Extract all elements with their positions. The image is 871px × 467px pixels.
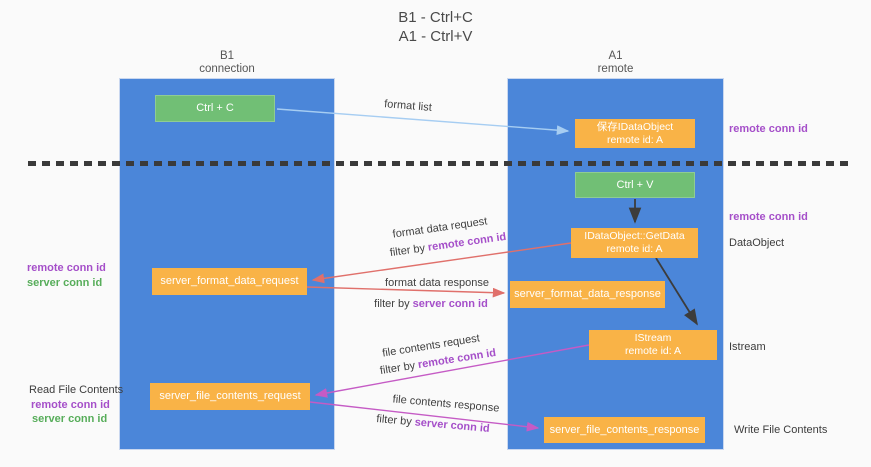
server-format-data-response-box: server_format_data_response <box>510 281 665 308</box>
title-line-2: A1 - Ctrl+V <box>398 28 473 45</box>
getdata-line2: remote id: A <box>606 243 663 255</box>
lifeline-b1-role: connection <box>199 62 255 75</box>
format-data-response-text: format data response <box>385 277 489 289</box>
dataobject-label: DataObject <box>729 237 785 249</box>
server-conn-id-label-left-1: server conn id <box>27 277 103 289</box>
lifeline-header-b1: B1 connection <box>119 50 335 75</box>
title-line-1: B1 - Ctrl+C <box>398 9 473 26</box>
session-divider-dashed-line <box>28 161 848 166</box>
ctrl-v-box: Ctrl + V <box>575 172 695 198</box>
file-contents-response-label: file contents response <box>392 393 500 414</box>
format-list-label: format list <box>384 98 432 114</box>
filter-by-text: filter by <box>374 298 410 310</box>
server-file-contents-request-box: server_file_contents_request <box>150 383 310 410</box>
getdata-line1: IDataObject::GetData <box>584 230 685 242</box>
server-format-data-request-label: server_format_data_request <box>160 275 299 287</box>
read-file-contents-label: Read File Contents <box>29 384 124 396</box>
ctrl-c-box: Ctrl + C <box>155 95 275 122</box>
istream-box: IStream remote id: A <box>589 330 717 360</box>
istream-line2: remote id: A <box>624 345 682 357</box>
remote-conn-id-highlight: remote conn id <box>427 230 507 254</box>
istream-side-label: Istream <box>729 341 766 353</box>
server-file-contents-response-label: server_file_contents_response <box>549 423 700 436</box>
save-idataobject-line2: remote id: A <box>606 133 664 146</box>
server-format-data-request-box: server_format_data_request <box>152 268 307 295</box>
server-file-contents-request-label: server_file_contents_request <box>159 390 301 402</box>
remote-conn-id-label-left-1: remote conn id <box>27 262 106 274</box>
format-list-text: format list <box>383 98 433 114</box>
lifeline-a1-role: remote <box>597 62 634 75</box>
write-file-contents-label: Write File Contents <box>734 424 828 436</box>
istream-line1: IStream <box>634 332 672 344</box>
lifeline-header-a1: A1 remote <box>507 50 724 75</box>
server-conn-id-highlight: server conn id <box>412 298 488 310</box>
server-conn-id-label-left-2: server conn id <box>32 413 108 425</box>
diagram-title: B1 - Ctrl+C A1 - Ctrl+V <box>0 8 871 46</box>
lifeline-a1-name: A1 <box>608 50 623 62</box>
server-conn-id-highlight: server conn id <box>414 416 491 435</box>
remote-conn-id-label-right-1: remote conn id <box>729 123 808 135</box>
lifeline-b1-name: B1 <box>219 50 235 62</box>
save-idataobject-line1: 保存IDataObject <box>596 120 674 133</box>
remote-conn-id-label-right-2: remote conn id <box>729 211 808 223</box>
ctrl-v-label: Ctrl + V <box>616 178 654 191</box>
server-format-data-response-label: server_format_data_response <box>514 288 661 300</box>
idataobject-getdata-box: IDataObject::GetData remote id: A <box>571 228 698 258</box>
save-idataobject-box: 保存IDataObject remote id: A <box>575 119 695 148</box>
filter-by-text: filter by <box>389 242 426 260</box>
filter-by-text: filter by <box>379 359 417 378</box>
remote-conn-id-label-left-2: remote conn id <box>31 399 110 411</box>
format-data-response-label: format data response <box>385 277 489 289</box>
ctrl-c-label: Ctrl + C <box>196 102 234 114</box>
filter-by-text: filter by <box>375 413 413 429</box>
server-file-contents-response-box: server_file_contents_response <box>544 417 705 443</box>
file-contents-response-text: file contents response <box>392 393 500 415</box>
